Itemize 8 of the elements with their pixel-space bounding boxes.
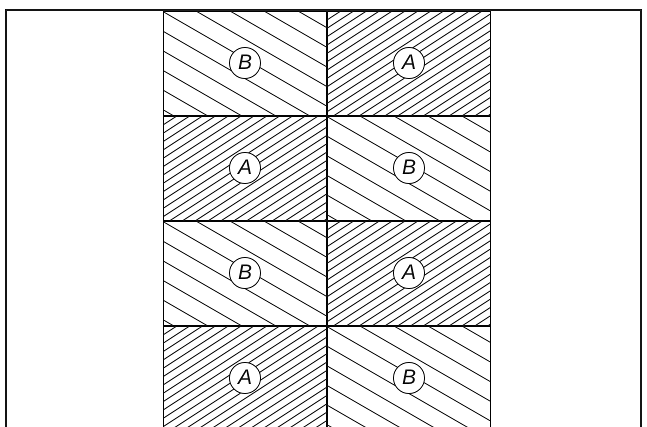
hatched-tile [327, 326, 491, 427]
hatched-tile [327, 11, 491, 116]
hatched-tile [327, 116, 491, 221]
hatched-tile [163, 11, 327, 116]
hatched-tile [163, 116, 327, 221]
hatched-tile [163, 221, 327, 326]
hatched-tile [163, 326, 327, 427]
hatched-tile [327, 221, 491, 326]
